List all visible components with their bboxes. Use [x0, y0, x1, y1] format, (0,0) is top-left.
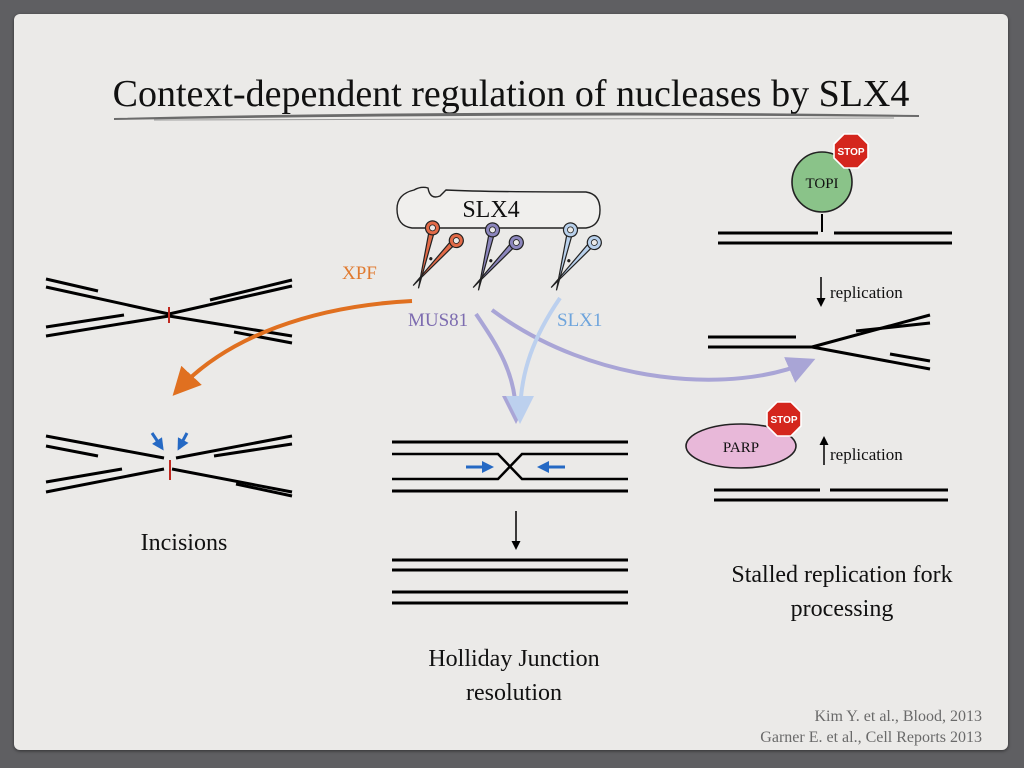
caption-holliday-line1: Holliday Junction	[428, 646, 600, 672]
slx1-label: SLX1	[557, 310, 602, 331]
mus81-scissors-icon	[472, 222, 524, 291]
incision-arrow-right	[177, 432, 189, 451]
topi-label: TOPI	[805, 176, 838, 192]
incision-arrow-left	[150, 432, 164, 451]
caption-stalled-fork: Stalled replication fork processing	[692, 558, 992, 626]
nicked-dna-bottom	[714, 488, 948, 502]
holliday-junction	[392, 440, 628, 493]
slx1-to-hj-arrow	[506, 296, 562, 424]
slx4-label: SLX4	[462, 197, 519, 223]
caption-holliday-line2: resolution	[466, 680, 562, 706]
caption-stalled-line2: processing	[790, 596, 894, 622]
parp-complex: PARP	[685, 423, 797, 469]
caption-incisions: Incisions	[140, 530, 228, 556]
mus81-label: MUS81	[408, 310, 468, 331]
slide: Context-dependent regulation of nuclease…	[14, 14, 1008, 750]
citation-2: Garner E. et al., Cell Reports 2013	[760, 729, 982, 746]
stop-sign-icon-top: STOP	[833, 133, 869, 169]
xpf-scissors-icon	[412, 220, 464, 289]
mus81-to-hj-arrow	[474, 312, 530, 424]
mus81-to-fork-arrow	[490, 308, 816, 383]
slx1-scissors-icon	[550, 222, 602, 291]
incision-dna	[45, 434, 293, 498]
caption-stalled-line1: Stalled replication fork	[731, 562, 953, 588]
branched-dna-top-left	[45, 277, 293, 345]
resolved-duplexes	[392, 558, 628, 605]
stop-sign-icon-bottom: STOP	[766, 401, 802, 437]
stop-label-top: STOP	[837, 147, 864, 158]
xpf-label: XPF	[342, 263, 377, 284]
xpf-to-incisions-arrow	[172, 299, 413, 396]
nicked-dna-top	[718, 231, 952, 245]
slx4-scaffold: SLX4	[396, 186, 601, 229]
replication-label-top: replication	[830, 283, 903, 302]
citations: Kim Y. et al., Blood, 2013 Garner E. et …	[760, 706, 982, 748]
parp-label: PARP	[723, 440, 759, 456]
slide-title: Context-dependent regulation of nuclease…	[112, 73, 910, 115]
diagram: SLX4	[45, 112, 952, 605]
title-underline	[114, 112, 919, 121]
replication-label-bottom: replication	[830, 445, 903, 464]
topi-complex: TOPI	[791, 151, 853, 232]
caption-holliday-junction: Holliday Junction resolution	[394, 642, 634, 710]
citation-1: Kim Y. et al., Blood, 2013	[814, 708, 982, 725]
replication-fork	[708, 313, 931, 371]
stop-label-bottom: STOP	[770, 415, 797, 426]
